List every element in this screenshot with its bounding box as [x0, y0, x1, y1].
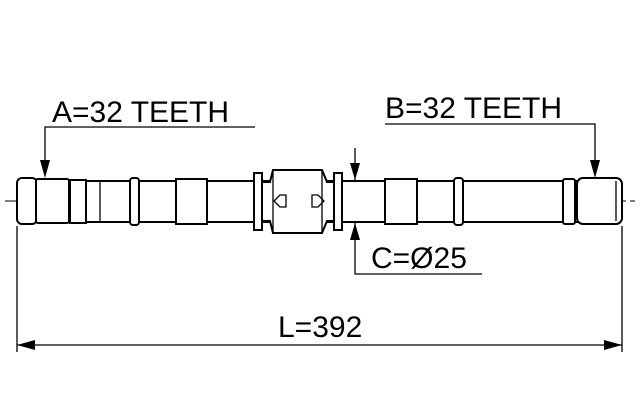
left-end: [16, 177, 38, 225]
left-mark-icon: [273, 194, 287, 208]
length-dimension: L=392: [16, 226, 623, 352]
left-bulge: [175, 178, 208, 225]
left-collar: [69, 179, 87, 224]
shaft: [16, 169, 623, 234]
right-flange: [333, 172, 343, 231]
right-mark-icon: [311, 194, 325, 208]
spline-b-label: B=32 TEETH: [385, 92, 562, 125]
diameter-c-callout: C=Ø25: [350, 148, 482, 275]
right-collar: [562, 178, 576, 225]
left-spline-a: [35, 178, 70, 224]
right-spline-b: [576, 177, 623, 225]
spline-a-label: A=32 TEETH: [52, 96, 229, 129]
left-ring: [129, 177, 140, 226]
spline-b-callout: B=32 TEETH: [385, 92, 600, 178]
left-flange: [253, 172, 263, 231]
length-label: L=392: [278, 311, 362, 344]
right-ring: [453, 177, 464, 226]
spline-a-callout: A=32 TEETH: [40, 96, 255, 178]
diameter-c-label: C=Ø25: [371, 242, 467, 275]
right-bulge: [384, 178, 418, 225]
